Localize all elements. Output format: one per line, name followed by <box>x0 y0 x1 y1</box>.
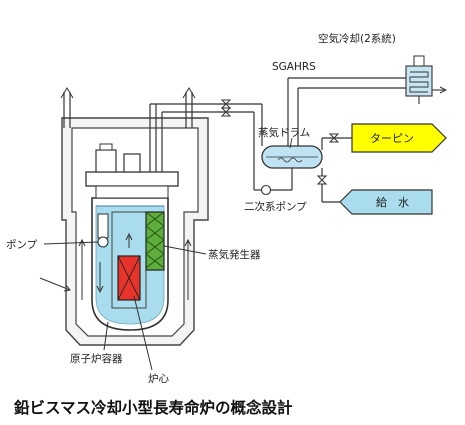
flow-arrowhead-down-left <box>96 285 104 294</box>
stack-left-arrow <box>60 87 74 99</box>
air-arrowhead-left-up <box>78 238 86 247</box>
air-arrowhead-left-in <box>63 284 71 292</box>
pump-impeller <box>97 236 109 248</box>
stack-right-arrow <box>182 87 196 99</box>
air-arrowhead-right-up <box>184 238 192 247</box>
steam-generator <box>145 211 165 271</box>
label-core: 炉心 <box>148 373 169 385</box>
air-arrow-left-in <box>39 277 71 291</box>
label-secondary-pump: 二次系ポンプ <box>244 200 307 213</box>
control-rod-drive <box>95 149 117 173</box>
label-pump: ポンプ <box>6 239 38 251</box>
leader-reactor-vessel <box>103 321 109 351</box>
secondary-pump <box>260 184 272 196</box>
air-cooler-stack <box>413 55 425 67</box>
steam-drum-coil <box>277 157 303 163</box>
label-steam-generator: 蒸気発生器 <box>208 248 261 261</box>
core-cross-b <box>117 255 141 301</box>
valve-feedwater <box>316 175 328 185</box>
label-feedwater: 給 水 <box>376 195 409 209</box>
steam-generator-pattern <box>145 211 165 269</box>
label-turbine: ターピン <box>370 132 414 145</box>
label-sgahrs: SGAHRS <box>272 61 316 73</box>
label-steam-drum: 蒸気ドラム <box>258 126 310 139</box>
diagram-caption: 鉛ビスマス冷却小型長寿命炉の概念設計 <box>14 398 293 417</box>
head-support <box>95 185 169 199</box>
flow-arrowhead-up-center <box>125 232 133 241</box>
pump-drive <box>123 153 141 173</box>
air-cooler-outlet-arrow <box>439 86 448 94</box>
pump-shaft <box>97 213 109 239</box>
leader-steam-drum <box>289 137 293 149</box>
air-cooler-coil <box>409 71 429 93</box>
valve-turbine <box>328 133 340 143</box>
label-reactor-vessel: 原子炉容器 <box>70 352 123 365</box>
feedwater-block <box>339 189 433 215</box>
valve-top-2 <box>220 107 232 117</box>
label-air-cooling: 空気冷却(2系統) <box>318 32 396 45</box>
leader-steam-generator <box>163 245 207 255</box>
control-rod-drive-cap <box>99 143 113 151</box>
vessel-head <box>85 171 179 187</box>
turbine-block <box>351 123 447 153</box>
leader-core <box>133 295 153 371</box>
leader-pump <box>43 241 99 245</box>
